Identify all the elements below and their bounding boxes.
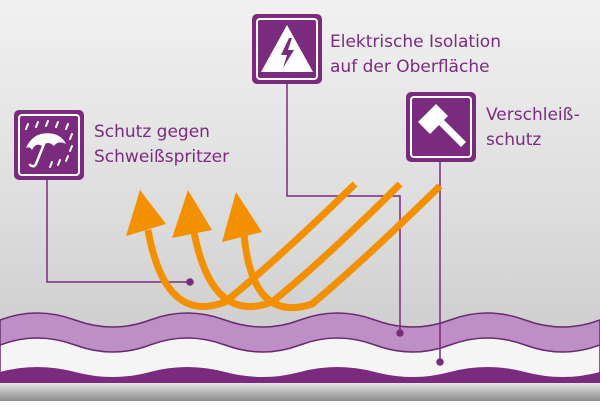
leader-line-spatter [46, 176, 190, 283]
label-wear-protection: Verschleiß- schutz [486, 103, 580, 153]
umbrella-rain-icon [14, 110, 84, 180]
middle-white-layer [0, 337, 600, 381]
leader-dot-spatter [186, 278, 194, 286]
label-insulation-line-2: auf der Oberfläche [330, 57, 490, 77]
label-electrical-insulation: Elektrische Isolation auf der Oberfläche [330, 30, 501, 80]
metal-substrate [0, 383, 600, 401]
label-wear-line-1: Verschleiß- [486, 105, 580, 125]
label-insulation-line-1: Elektrische Isolation [330, 32, 501, 52]
arrowhead-1 [126, 190, 166, 236]
bottom-coating-layer [0, 367, 600, 383]
reflection-arrows [144, 181, 443, 312]
leader-dot-insulation [396, 329, 404, 337]
arrowhead-2 [172, 190, 212, 238]
label-spatter-line-2: Schweißspritzer [94, 147, 230, 167]
label-spatter-line-1: Schutz gegen [94, 122, 210, 142]
arrowhead-3 [222, 192, 262, 242]
hammer-icon [406, 92, 476, 162]
high-voltage-icon [252, 14, 322, 84]
label-wear-line-2: schutz [486, 130, 542, 150]
leader-dot-wear [436, 358, 444, 366]
reflection-arrow-3 [240, 183, 443, 312]
label-spatter-protection: Schutz gegen Schweißspritzer [94, 120, 229, 170]
